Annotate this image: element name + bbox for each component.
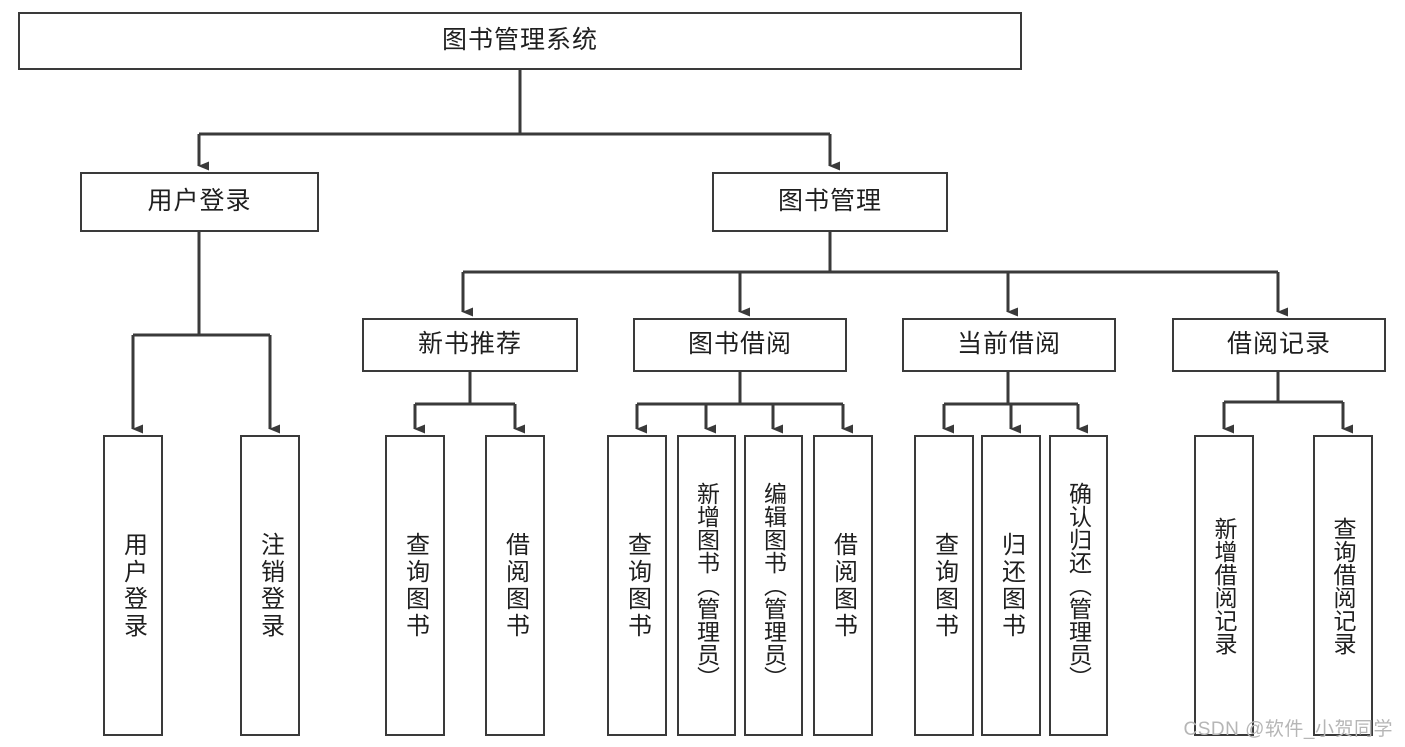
- node-current-borrow[interactable]: 当前借阅: [902, 318, 1116, 372]
- node-leaf-query-book-current[interactable]: 查询图书: [914, 435, 974, 736]
- node-label: 归还图书: [997, 531, 1025, 640]
- node-label: 查询图书: [930, 531, 958, 640]
- node-label: 当前借阅: [956, 330, 1061, 359]
- node-book-management[interactable]: 图书管理: [712, 172, 948, 232]
- node-label: 查询图书: [401, 531, 429, 640]
- node-label: 确认归还（管理员）: [1065, 482, 1092, 689]
- node-label: 借阅图书: [829, 531, 857, 640]
- node-leaf-add-book-admin[interactable]: 新增图书（管理员）: [677, 435, 736, 736]
- node-label: 注销登录: [256, 531, 284, 640]
- node-leaf-borrow-book[interactable]: 借阅图书: [813, 435, 873, 736]
- node-label: 编辑图书（管理员）: [760, 482, 787, 689]
- node-leaf-user-login[interactable]: 用户登录: [103, 435, 163, 736]
- node-label: 查询借阅记录: [1330, 516, 1356, 655]
- node-root-book-management-system[interactable]: 图书管理系统: [18, 12, 1022, 70]
- node-leaf-query-book-recommend[interactable]: 查询图书: [385, 435, 445, 736]
- node-leaf-query-borrow-record[interactable]: 查询借阅记录: [1313, 435, 1373, 736]
- node-leaf-add-borrow-record[interactable]: 新增借阅记录: [1194, 435, 1254, 736]
- node-label: 新书推荐: [417, 330, 522, 359]
- node-user-login[interactable]: 用户登录: [80, 172, 319, 232]
- node-leaf-return-book[interactable]: 归还图书: [981, 435, 1041, 736]
- node-book-borrow[interactable]: 图书借阅: [633, 318, 847, 372]
- node-label: 图书管理系统: [441, 26, 598, 55]
- node-label: 借阅记录: [1226, 330, 1331, 359]
- node-label: 新增图书（管理员）: [693, 482, 720, 689]
- node-leaf-confirm-return-admin[interactable]: 确认归还（管理员）: [1049, 435, 1108, 736]
- node-label: 查询图书: [623, 531, 651, 640]
- node-leaf-logout[interactable]: 注销登录: [240, 435, 300, 736]
- node-label: 新增借阅记录: [1211, 516, 1237, 655]
- node-leaf-edit-book-admin[interactable]: 编辑图书（管理员）: [744, 435, 803, 736]
- node-label: 用户登录: [147, 187, 252, 216]
- node-label: 图书借阅: [687, 330, 792, 359]
- node-label: 用户登录: [119, 531, 147, 640]
- node-leaf-borrow-book-recommend[interactable]: 借阅图书: [485, 435, 545, 736]
- node-borrow-record[interactable]: 借阅记录: [1172, 318, 1386, 372]
- node-new-book-recommend[interactable]: 新书推荐: [362, 318, 578, 372]
- node-label: 借阅图书: [501, 531, 529, 640]
- node-leaf-query-book-borrow[interactable]: 查询图书: [607, 435, 667, 736]
- node-label: 图书管理: [777, 187, 882, 216]
